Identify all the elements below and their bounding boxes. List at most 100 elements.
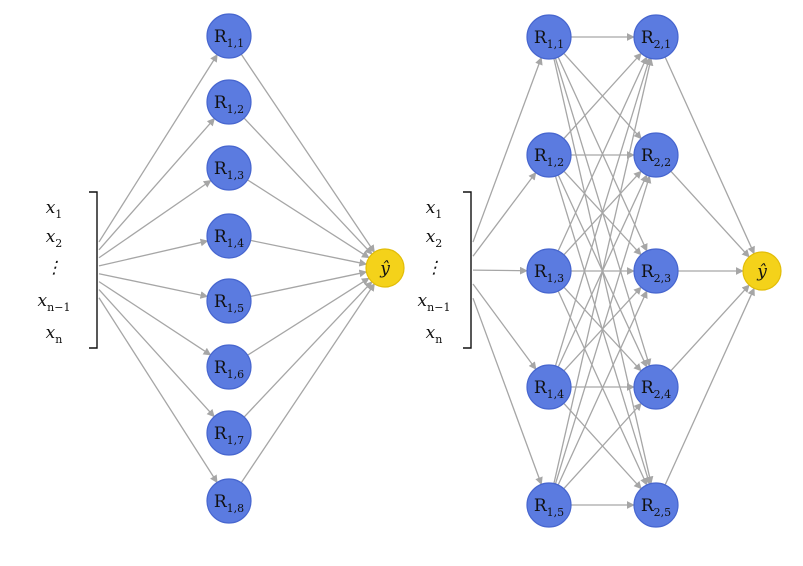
node-label: R2,5 — [641, 496, 671, 519]
node-label: R1,1 — [534, 28, 564, 51]
node-label-base: R — [641, 496, 655, 516]
neuron-node: R1,8 — [206, 478, 252, 524]
node-label: R1,6 — [214, 358, 244, 381]
input-label-sub: n−1 — [47, 301, 70, 314]
input-label: xn — [426, 323, 443, 346]
node-label-base: R — [214, 93, 228, 113]
left-input-edge — [98, 238, 209, 267]
node-label-sub: 1,1 — [227, 37, 245, 50]
neuron-node: R2,5 — [633, 482, 679, 528]
output-circle — [365, 248, 405, 288]
neuron-node: R1,2 — [526, 132, 572, 178]
neuron-circle — [633, 248, 679, 294]
node-label: R1,1 — [214, 27, 244, 50]
node-label: R1,4 — [214, 227, 244, 250]
node-label-sub: 1,2 — [547, 156, 565, 169]
output-node: ŷ — [742, 251, 782, 291]
output-label: ŷ — [379, 259, 390, 279]
nodes-layer: R1,1R1,2R1,3R1,4R1,5R1,6R1,7R1,8ŷR1,1R1,… — [206, 13, 782, 528]
input-label-base: x — [426, 323, 436, 343]
neuron-node: R1,5 — [526, 482, 572, 528]
neuron-circle — [526, 14, 572, 60]
input-label-base: x — [46, 198, 56, 218]
input-label-sub: 2 — [55, 237, 62, 250]
left-output-edge — [243, 281, 373, 418]
input-label-base: x — [46, 227, 56, 247]
node-label-sub: 1,1 — [547, 38, 565, 51]
node-label-sub: 2,3 — [654, 272, 672, 285]
left-output-edge — [243, 117, 373, 255]
neuron-circle — [633, 132, 679, 178]
input-label-sub: 1 — [55, 208, 62, 221]
node-label-sub: 1,5 — [547, 506, 565, 519]
neuron-circle — [206, 213, 252, 259]
left-output-edge — [250, 269, 368, 298]
node-label-base: R — [214, 358, 228, 378]
node-label-sub: 1,2 — [227, 103, 245, 116]
output-node: ŷ — [365, 248, 405, 288]
node-label-base: R — [641, 262, 655, 282]
node-label: R2,4 — [641, 378, 671, 401]
neuron-node: R2,1 — [633, 14, 679, 60]
input-label-base: x — [426, 198, 436, 218]
left-output-edge — [240, 53, 375, 253]
hidden-edge — [563, 52, 642, 140]
node-label-base: R — [214, 159, 228, 179]
left-output-edge — [247, 179, 370, 259]
node-label-base: R — [641, 378, 655, 398]
node-label-sub: 1,7 — [227, 434, 245, 447]
node-label: R1,4 — [534, 378, 564, 401]
input-bracket — [89, 191, 98, 349]
node-label: R1,2 — [534, 146, 564, 169]
input-bracket — [463, 191, 472, 349]
neuron-circle — [206, 79, 252, 125]
node-label: R1,7 — [214, 424, 244, 447]
neuron-node: R1,4 — [206, 213, 252, 259]
input-label: xn−1 — [38, 291, 71, 314]
neuron-circle — [633, 14, 679, 60]
input-label-sub: n — [435, 333, 442, 346]
neuron-circle — [206, 478, 252, 524]
neuron-node: R1,3 — [206, 145, 252, 191]
neuron-node: R2,4 — [633, 364, 679, 410]
input-label-sub: n — [55, 333, 62, 346]
node-label-base: R — [214, 27, 228, 47]
node-label-sub: 1,4 — [547, 388, 565, 401]
neuron-circle — [206, 278, 252, 324]
right-output-edge — [664, 56, 755, 255]
node-label: R2,3 — [641, 262, 671, 285]
node-label: R1,3 — [534, 262, 564, 285]
right-input-edge — [472, 56, 543, 243]
left-input-edge — [98, 289, 215, 418]
right-input-edge — [472, 297, 543, 486]
right-input-edge — [472, 171, 537, 257]
neuron-circle — [206, 13, 252, 59]
input-label: x1 — [426, 198, 443, 221]
neuron-node: R1,5 — [206, 278, 252, 324]
output-label: ŷ — [756, 262, 767, 282]
node-label: R1,8 — [214, 492, 244, 515]
node-label-base: R — [534, 262, 548, 282]
neuron-circle — [206, 344, 252, 390]
node-label: R2,1 — [641, 28, 671, 51]
node-label-sub: 2,2 — [654, 156, 672, 169]
neuron-node: R1,6 — [206, 344, 252, 390]
input-label-base: x — [38, 291, 48, 311]
neuron-circle — [633, 364, 679, 410]
left-input-edge — [98, 53, 218, 243]
edges-layer — [98, 33, 755, 509]
node-label-base: R — [214, 292, 228, 312]
neuron-circle — [206, 410, 252, 456]
input-label-sub: n−1 — [427, 301, 450, 314]
node-label-base: R — [534, 378, 548, 398]
node-label: R2,2 — [641, 146, 671, 169]
left-input-edge — [98, 117, 215, 251]
input-label-base: x — [426, 227, 436, 247]
input-label-sub: 1 — [435, 208, 442, 221]
hidden-edge — [554, 57, 652, 367]
input-label: xn — [46, 323, 63, 346]
node-label-sub: 1,4 — [227, 237, 245, 250]
